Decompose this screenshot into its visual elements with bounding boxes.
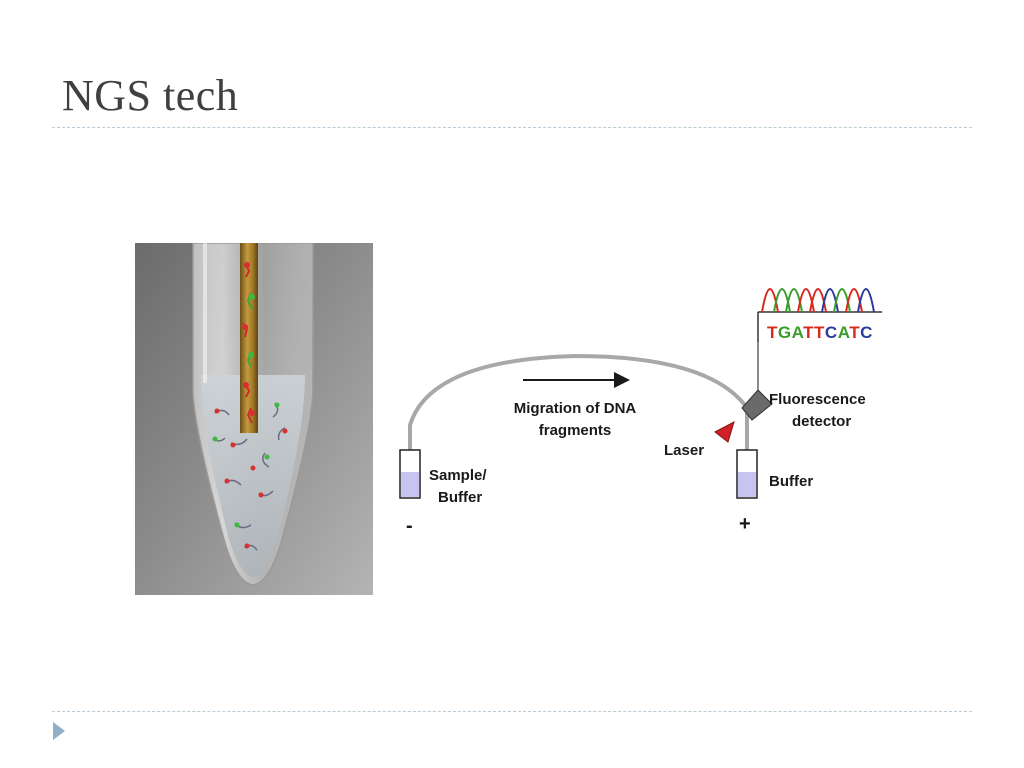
- laser-label: Laser: [664, 442, 704, 459]
- buffer-label: Buffer: [769, 473, 813, 490]
- base-1: T: [767, 323, 778, 342]
- buffer-vial: [736, 449, 758, 499]
- sample-buffer-vial: [399, 449, 421, 499]
- migration-label-line2: fragments: [539, 422, 612, 439]
- base-6: C: [825, 323, 838, 342]
- detector-label-line2: detector: [792, 413, 851, 430]
- slide-title: NGS tech: [62, 71, 239, 120]
- footer-divider: [52, 711, 972, 712]
- capillary-electrophoresis-diagram: TGATTCATC Migration of DNA fragments Sam…: [399, 288, 882, 537]
- base-sequence: TGATTCATC: [767, 323, 873, 342]
- slide-nav-triangle-icon: [53, 722, 65, 740]
- electropherogram-trace: [757, 288, 882, 342]
- sequencing-tube-photo: [135, 243, 373, 595]
- positive-terminal: +: [739, 513, 751, 535]
- base-5: T: [814, 323, 825, 342]
- detector-label-line1: Fluorescence: [769, 391, 866, 408]
- capillary-tube: [408, 353, 749, 452]
- base-9: C: [860, 323, 873, 342]
- sample-label-line1: Sample/: [429, 467, 487, 484]
- laser-icon: [714, 421, 735, 443]
- sample-label-line2: Buffer: [438, 489, 482, 506]
- title-divider: [52, 127, 972, 128]
- base-3: A: [792, 323, 804, 342]
- negative-terminal: -: [406, 515, 413, 537]
- base-2: G: [778, 323, 792, 342]
- base-7: A: [838, 323, 850, 342]
- base-8: T: [849, 323, 860, 342]
- fluorescence-detector-icon: [741, 389, 773, 421]
- base-4: T: [803, 323, 814, 342]
- migration-label-line1: Migration of DNA: [514, 400, 637, 417]
